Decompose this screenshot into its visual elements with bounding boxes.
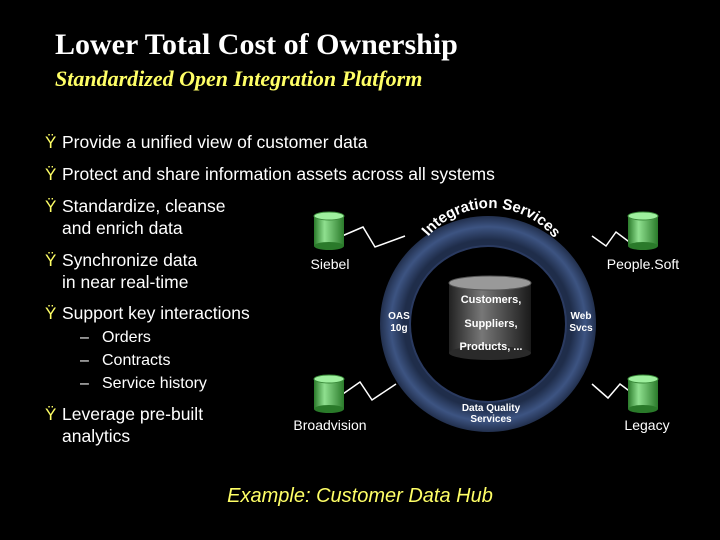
bullet-text: Synchronize data in near real-time	[62, 250, 198, 292]
bullet-text: Protect and share information assets acr…	[62, 164, 495, 184]
bullet-text: Provide a unified view of customer data	[62, 132, 368, 152]
bullet-synchronize: Ÿ Synchronize data in near real-time	[45, 249, 197, 293]
connector-siebel	[341, 226, 406, 248]
bullet-text: Leverage pre-built analytics	[62, 404, 204, 446]
sub-bullet-text: Orders	[102, 329, 151, 346]
bullet-interactions: Ÿ Support key interactions	[45, 302, 250, 325]
slide-subtitle: Standardized Open Integration Platform	[55, 66, 423, 91]
bullet-mark: Ÿ	[45, 197, 57, 216]
system-label-broadvision: Broadvision	[293, 417, 366, 433]
diagram-caption: Example: Customer Data Hub	[227, 485, 493, 507]
bullet-mark: Ÿ	[45, 133, 57, 152]
siebel-database-icon	[313, 211, 345, 250]
legacy-database-icon	[627, 374, 659, 413]
bullet-mark: Ÿ	[45, 251, 57, 270]
bullet-unified-view: Ÿ Provide a unified view of customer data	[45, 131, 367, 154]
system-label-peoplesoft: People.Soft	[607, 256, 679, 272]
slide-title: Lower Total Cost of Ownership	[55, 28, 458, 61]
hub-database-icon	[448, 275, 532, 360]
connector-broadvision	[339, 380, 397, 402]
hub-item: Products, ...	[460, 341, 523, 353]
system-label-legacy: Legacy	[624, 417, 669, 433]
broadvision-database-icon	[313, 374, 345, 413]
hub-item: Customers,	[461, 294, 522, 306]
connector-peoplesoft	[591, 230, 633, 248]
sub-bullet-service-history: –Service history	[80, 375, 207, 392]
hub-item: Suppliers,	[464, 318, 517, 330]
bullet-text: Standardize, cleanse and enrich data	[62, 196, 226, 238]
peoplesoft-database-icon	[627, 211, 659, 250]
bullet-mark: Ÿ	[45, 405, 57, 424]
bullet-standardize: Ÿ Standardize, cleanse and enrich data	[45, 195, 225, 239]
bullet-text: Support key interactions	[62, 303, 250, 323]
system-label-siebel: Siebel	[311, 256, 350, 272]
bullet-analytics: Ÿ Leverage pre-built analytics	[45, 403, 203, 447]
sub-bullet-contracts: –Contracts	[80, 352, 171, 369]
bullet-mark: Ÿ	[45, 304, 57, 323]
sub-bullet-text: Service history	[102, 375, 207, 392]
bullet-mark: Ÿ	[45, 165, 57, 184]
bullet-protect-assets: Ÿ Protect and share information assets ac…	[45, 163, 495, 186]
sub-bullet-text: Contracts	[102, 352, 171, 369]
sub-bullet-orders: –Orders	[80, 329, 151, 346]
